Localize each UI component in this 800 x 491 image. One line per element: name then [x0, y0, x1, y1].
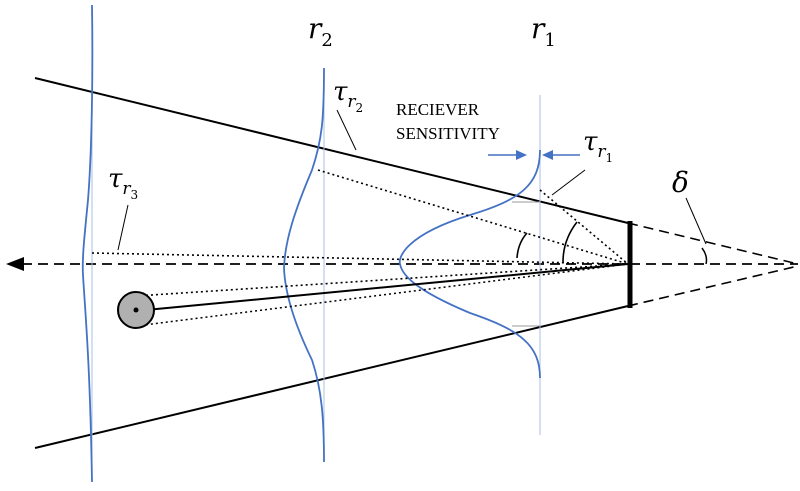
- angle-arc-tau-r2: [516, 232, 528, 259]
- label-tau-r3: τr3: [108, 164, 138, 202]
- ray-tau-r3: [91, 252, 629, 265]
- sensitivity-curve-r1: [398, 149, 541, 379]
- axis-arrowhead: [6, 257, 24, 271]
- ray-target-lower: [135, 263, 629, 327]
- label-r2: r2: [308, 12, 333, 51]
- ray-target-upper: [135, 263, 629, 297]
- ray-tau-r1: [539, 189, 629, 265]
- leader-tau-r1: [551, 169, 586, 196]
- leader-delta: [685, 197, 707, 245]
- beam-lower-boundary: [34, 305, 629, 449]
- label-tau-r1: τr1: [583, 127, 613, 165]
- label-r1: r1: [531, 12, 556, 51]
- sensitivity-curve-r3: [81, 4, 94, 483]
- angle-arc-delta: [701, 247, 708, 265]
- target-center-dot: [133, 307, 139, 313]
- beam-lower-extension: [627, 265, 799, 307]
- leader-tau-r3: [117, 204, 129, 251]
- label-tau-r2: τr2: [333, 77, 363, 115]
- label-receiver-sensitivity-line1: RECIEVER: [396, 100, 480, 119]
- label-delta: δ: [672, 166, 689, 199]
- sensitivity-curve-r2: [283, 67, 325, 463]
- label-receiver-sensitivity-line2: SENSITIVITY: [396, 124, 500, 143]
- beam-upper-boundary: [34, 77, 629, 224]
- ray-tau-r2: [317, 169, 629, 265]
- sensitivity-arrow-left-head: [516, 150, 527, 160]
- angle-arc-tau-r1: [562, 221, 578, 263]
- leader-tau-r2: [336, 109, 357, 151]
- target-ray: [145, 263, 629, 311]
- beam-upper-extension: [627, 222, 799, 265]
- sensitivity-arrow-right-head: [542, 150, 553, 160]
